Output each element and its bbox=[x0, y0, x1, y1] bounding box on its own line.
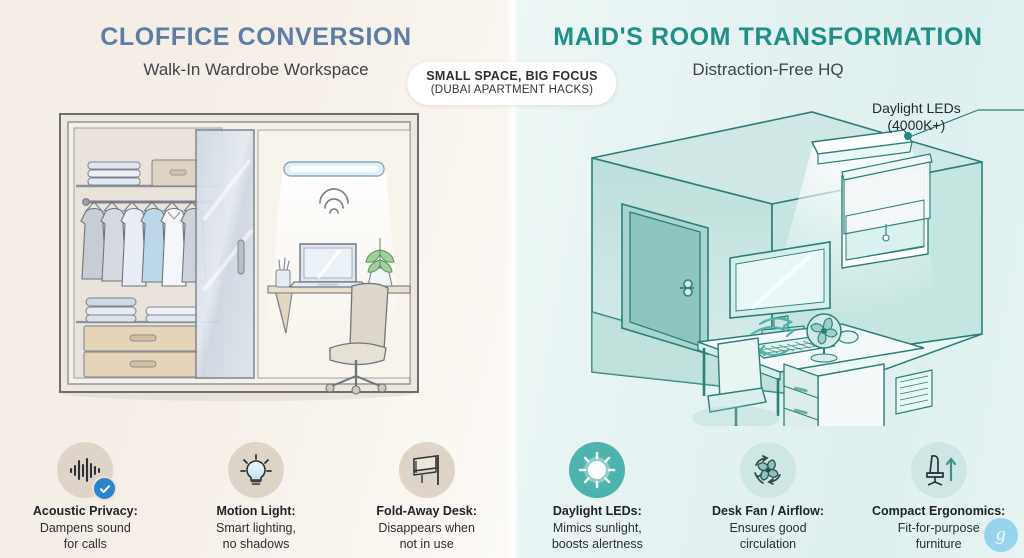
fan-airflow-icon bbox=[740, 442, 796, 499]
feature-heading: Desk Fan / Airflow: bbox=[711, 504, 825, 519]
feature-heading: Acoustic Privacy: bbox=[32, 504, 138, 519]
left-subtitle: Walk-In Wardrobe Workspace bbox=[143, 59, 369, 79]
feature-line-1: Dampens sound bbox=[39, 521, 131, 535]
feature-compact-ergonomics: Compact Ergonomics: Fit-for-purpose furn… bbox=[853, 442, 1024, 552]
sun-burst-icon bbox=[569, 442, 626, 499]
feature-line-2: no shadows bbox=[222, 537, 290, 551]
feature-heading: Fold-Away Desk: bbox=[376, 504, 477, 519]
feature-heading: Compact Ergonomics: bbox=[872, 504, 1006, 519]
badge-main-text: SMALL SPACE, BIG FOCUS bbox=[426, 69, 598, 83]
right-subtitle: Distraction-Free HQ bbox=[692, 59, 844, 79]
center-badge: SMALL SPACE, BIG FOCUS (DUBAI APARTMENT … bbox=[407, 62, 617, 105]
feature-line-2: not in use bbox=[399, 537, 454, 551]
right-features: Daylight LEDs: Mimics sunlight, boosts a… bbox=[512, 442, 1024, 552]
feature-line-1: Ensures good bbox=[729, 521, 807, 535]
feature-line-1: Disappears when bbox=[378, 521, 475, 535]
left-header: CLOFFICE CONVERSION Walk-In Wardrobe Wor… bbox=[0, 23, 512, 80]
badge-sub-text: (DUBAI APARTMENT HACKS) bbox=[430, 84, 594, 96]
right-title: MAID'S ROOM TRANSFORMATION bbox=[553, 23, 983, 51]
fold-away-desk-icon bbox=[398, 442, 455, 499]
feature-desk-fan-airflow: Desk Fan / Airflow: Ensures good circula… bbox=[683, 442, 854, 552]
feature-daylight-leds: Daylight LEDs: Mimics sunlight, boosts a… bbox=[512, 442, 683, 552]
office-chair-arrow-icon bbox=[910, 442, 967, 499]
feature-line-2: circulation bbox=[739, 537, 797, 551]
feature-acoustic-privacy: Acoustic Privacy: Dampens sound for call… bbox=[0, 442, 171, 552]
watermark-glyph: g bbox=[996, 524, 1006, 545]
panel-divider bbox=[506, 0, 520, 558]
feature-heading: Daylight LEDs: bbox=[552, 504, 642, 519]
feature-heading: Motion Light: bbox=[216, 504, 296, 519]
left-title: CLOFFICE CONVERSION bbox=[100, 23, 412, 51]
feature-line-1: Smart lighting, bbox=[216, 521, 296, 535]
annotation-line-2: (4000K+) bbox=[887, 116, 946, 133]
sound-wave-check-icon bbox=[57, 442, 118, 502]
feature-line-1: Fit-for-purpose bbox=[897, 521, 980, 535]
annotation-line-1: Daylight LEDs bbox=[872, 100, 961, 116]
feature-line-2: boosts alertness bbox=[551, 537, 643, 551]
lightbulb-icon bbox=[228, 442, 284, 499]
right-header: MAID'S ROOM TRANSFORMATION Distraction-F… bbox=[512, 23, 1024, 80]
feature-line-2: for calls bbox=[63, 537, 107, 551]
check-badge-icon bbox=[92, 476, 118, 502]
cloffice-illustration bbox=[58, 113, 419, 401]
feature-fold-away-desk: Fold-Away Desk: Disappears when not in u… bbox=[341, 442, 512, 552]
left-features: Acoustic Privacy: Dampens sound for call… bbox=[0, 442, 512, 552]
maids-room-illustration bbox=[591, 109, 1024, 426]
feature-line-1: Mimics sunlight, bbox=[552, 521, 642, 535]
feature-line-2: furniture bbox=[915, 537, 962, 551]
feature-motion-light: Motion Light: Smart lighting, no shadows bbox=[171, 442, 342, 552]
daylight-led-annotation: Daylight LEDs (4000K+) bbox=[872, 100, 961, 134]
brand-watermark: g bbox=[984, 518, 1018, 552]
